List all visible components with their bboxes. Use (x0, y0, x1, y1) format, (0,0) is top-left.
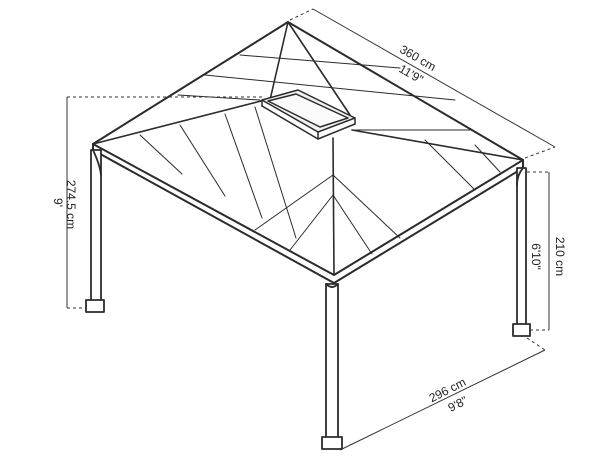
peak-height-imperial-label: 9' (50, 198, 65, 207)
eave-height-imperial-label: 6'10" (528, 243, 543, 270)
peak-height-metric-label: 274.5 cm (64, 179, 79, 230)
dimension-eave-height-line (527, 171, 550, 331)
eave-height-metric-label: 210 cm (553, 236, 568, 277)
roof-fascia (92, 143, 524, 284)
dimension-width-line (339, 337, 546, 451)
dimension-peak-height-line (66, 96, 265, 309)
dimension-depth-line (289, 8, 556, 159)
gazebo-posts (85, 149, 531, 450)
roof-hips (92, 21, 524, 276)
roof-panels (139, 54, 501, 255)
ridge-vent (261, 89, 356, 140)
